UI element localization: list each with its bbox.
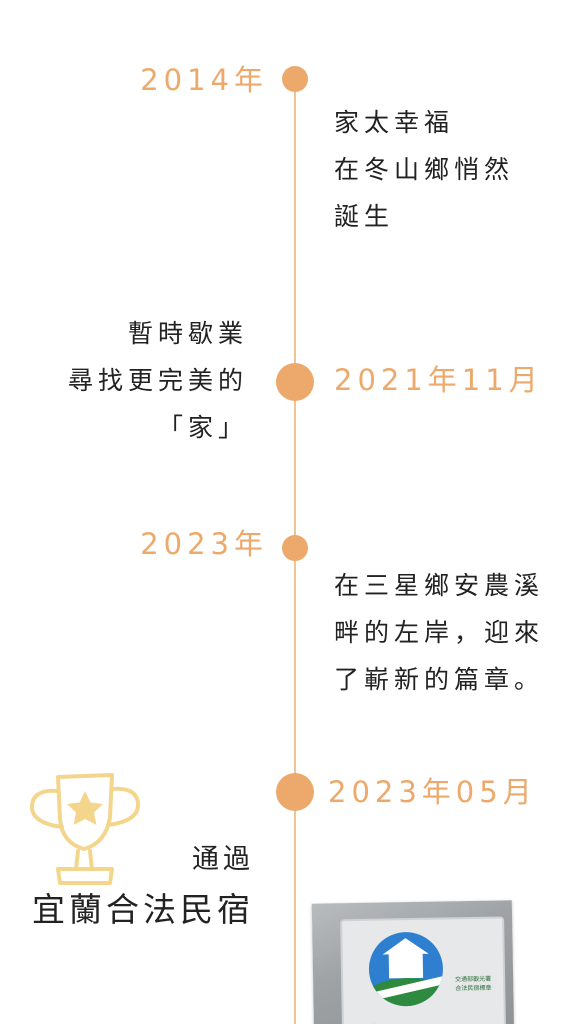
event-line: 誕生 (334, 202, 395, 231)
timeline-dot-2023 (282, 535, 308, 561)
star-icon (67, 791, 103, 825)
certification-photo: 交通部觀光署 合法民宿標章 民宿 (311, 900, 515, 1024)
event-line: 畔的左岸，迎來 (334, 618, 545, 647)
logo-caption-line: 合法民宿標章 (455, 984, 492, 993)
timeline-dot-2023-05 (276, 773, 314, 811)
timeline-dot-2021 (276, 363, 314, 401)
event-line: 「家」 (157, 413, 248, 442)
event-line: 尋找更完美的 (67, 366, 248, 395)
event-description-2023-05: 通過 宜蘭合法民宿 (32, 846, 254, 926)
event-description-2014: 家太幸福 在冬山鄉悄然 誕生 (334, 99, 514, 240)
event-date-2021: 2021年11月 (334, 363, 543, 397)
trophy-icon (30, 773, 140, 885)
event-date-2023-05: 2023年05月 (328, 775, 537, 809)
event-line: 在冬山鄉悄然 (334, 155, 515, 184)
event-line: 通過 (192, 844, 254, 875)
certification-sign: 交通部觀光署 合法民宿標章 民宿 (340, 916, 507, 1024)
event-line: 宜蘭合法民宿 (32, 890, 254, 929)
sign-text: 民宿 (352, 1021, 384, 1024)
event-date-2014: 2014年 (140, 63, 268, 97)
event-date-2023: 2023年 (140, 527, 268, 561)
event-line: 了嶄新的篇章。 (334, 665, 545, 694)
timeline-dot-2014 (282, 66, 308, 92)
logo-caption: 交通部觀光署 合法民宿標章 (455, 975, 491, 994)
event-line: 暫時歇業 (127, 319, 248, 348)
homestay-logo-icon (368, 931, 444, 1007)
house-shape (388, 951, 424, 979)
event-description-2021: 暫時歇業 尋找更完美的 「家」 (68, 310, 248, 451)
event-description-2023: 在三星鄉安農溪 畔的左岸，迎來 了嶄新的篇章。 (334, 562, 544, 703)
event-line: 家太幸福 (334, 108, 455, 137)
event-line: 在三星鄉安農溪 (334, 571, 545, 600)
